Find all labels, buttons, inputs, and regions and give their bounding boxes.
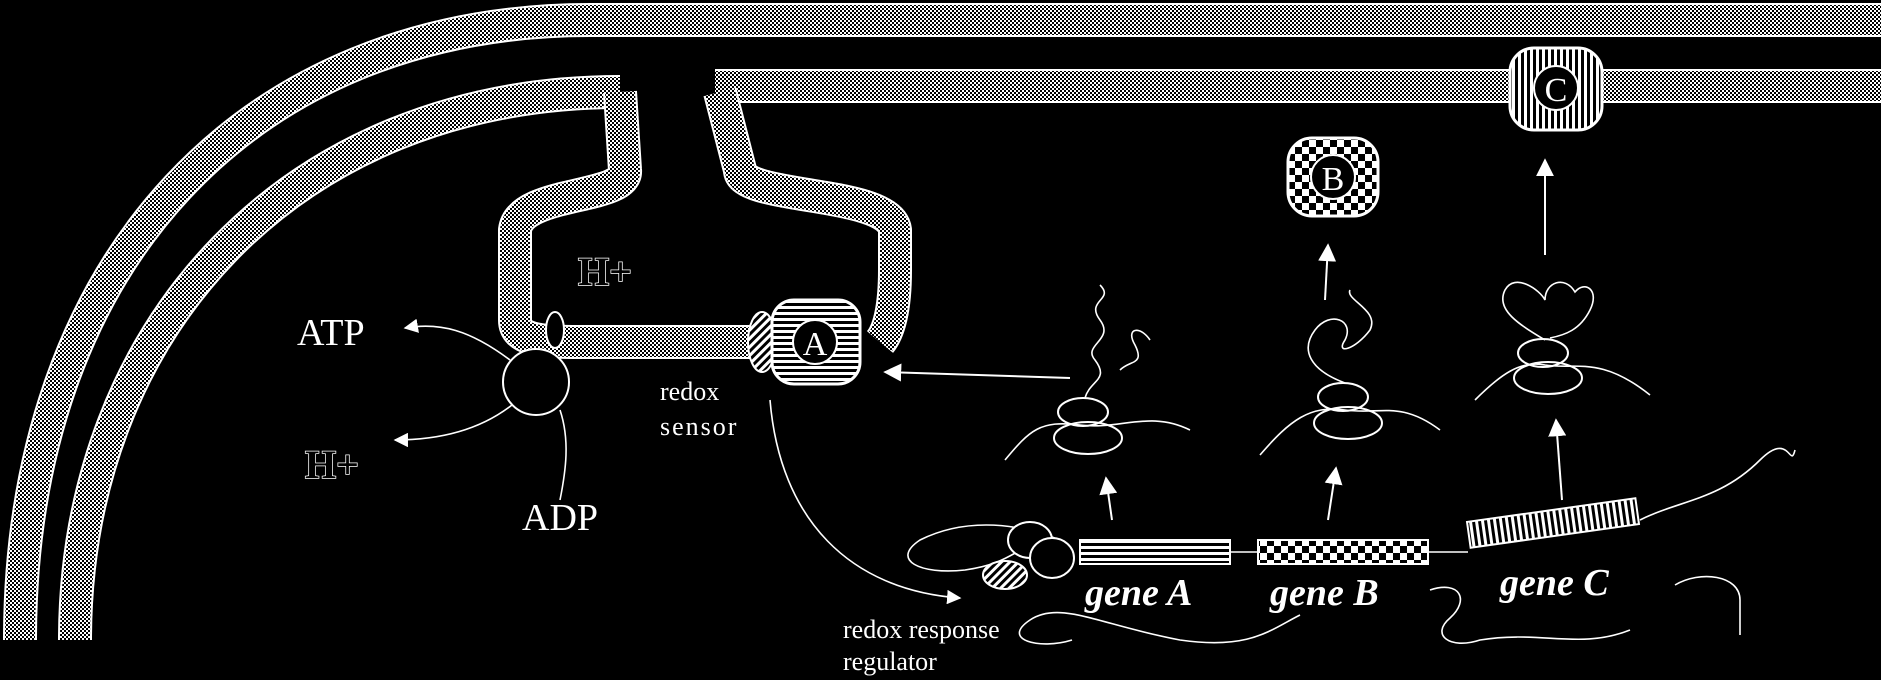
gene-c-segment bbox=[1465, 497, 1641, 549]
regulator-label-line1: redox response bbox=[843, 615, 1000, 644]
atp-synthase-stalk bbox=[545, 311, 565, 349]
adp-label: ADP bbox=[522, 497, 598, 539]
inner-membrane bbox=[58, 69, 1881, 641]
protein-c-label: C bbox=[1545, 72, 1568, 109]
protein-c: C bbox=[1508, 46, 1604, 132]
atp-synthase bbox=[393, 311, 570, 501]
gene-b-label: gene B bbox=[1269, 572, 1379, 614]
ribosome-c bbox=[1474, 281, 1651, 401]
gene-c-label: gene C bbox=[1499, 562, 1609, 604]
gene-a-expression-arrow bbox=[1099, 476, 1118, 521]
protein-b-export-arrow bbox=[1318, 243, 1337, 301]
atp-synthase-head bbox=[502, 348, 570, 416]
ribosome-a bbox=[1004, 284, 1191, 461]
protein-b: B bbox=[1286, 136, 1380, 218]
gene-a-segment bbox=[1079, 539, 1231, 565]
regulator-hatched-blob bbox=[982, 560, 1028, 590]
redox-sensor-label-line1: redox bbox=[660, 377, 719, 406]
protein-b-label: B bbox=[1322, 161, 1345, 198]
h-plus-top-label: H+ bbox=[578, 249, 632, 294]
regulator-blob-2 bbox=[1029, 537, 1075, 579]
gene-c-expression-arrow bbox=[1548, 418, 1567, 501]
gene-a-label: gene A bbox=[1084, 572, 1192, 614]
gene-b-expression-arrow bbox=[1324, 466, 1343, 521]
outer-membrane bbox=[3, 3, 1881, 641]
atp-label: ATP bbox=[297, 312, 365, 354]
h-plus-bottom-label: H+ bbox=[305, 442, 359, 487]
thylakoid-membrane bbox=[498, 87, 912, 359]
redox-sensor-label-line2: sensor bbox=[660, 412, 738, 441]
sensor-to-regulator-arrow bbox=[769, 399, 962, 605]
protein-a-import-arrow bbox=[883, 363, 1071, 382]
protein-a-label: A bbox=[803, 326, 828, 363]
protein-a: A bbox=[770, 298, 862, 386]
regulator-label-line2: regulator bbox=[843, 647, 937, 676]
ribosome-b bbox=[1259, 289, 1441, 456]
gene-b-segment bbox=[1257, 539, 1429, 565]
